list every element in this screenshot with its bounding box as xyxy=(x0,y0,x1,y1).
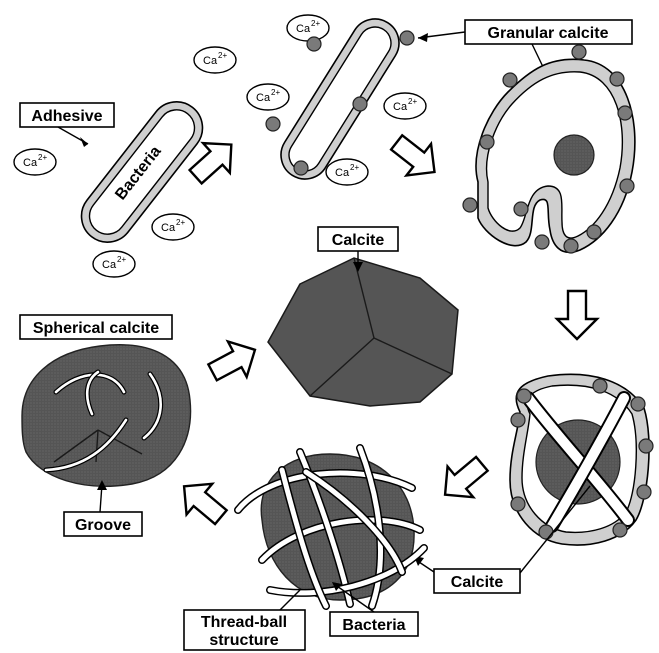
stage4-enclosing-bacterium xyxy=(510,374,653,545)
svg-text:Ca: Ca xyxy=(203,55,218,67)
calcite-crystal xyxy=(268,258,458,406)
svg-text:structure: structure xyxy=(209,632,278,649)
stage3-curled-bacterium xyxy=(463,45,635,253)
process-arrow xyxy=(384,127,446,188)
svg-text:Ca: Ca xyxy=(296,23,311,35)
svg-text:2+: 2+ xyxy=(38,153,47,162)
calcite-top-label: Calcite xyxy=(318,227,398,272)
process-arrow xyxy=(171,471,233,532)
spherical-calcite-label: Spherical calcite xyxy=(20,315,172,339)
svg-text:Ca: Ca xyxy=(23,157,38,169)
groove-label: Groove xyxy=(64,480,142,536)
thread-ball-label: Thread-ball structure xyxy=(184,590,305,650)
svg-text:Bacteria: Bacteria xyxy=(342,617,405,634)
svg-text:Ca: Ca xyxy=(102,259,117,271)
svg-text:Adhesive: Adhesive xyxy=(31,108,102,125)
svg-text:2+: 2+ xyxy=(218,51,227,60)
spherical-calcite xyxy=(22,345,191,486)
svg-text:Ca: Ca xyxy=(393,101,408,113)
svg-text:Ca: Ca xyxy=(161,222,176,234)
svg-text:Spherical calcite: Spherical calcite xyxy=(33,320,159,337)
svg-text:Ca: Ca xyxy=(335,167,350,179)
svg-text:Thread-ball: Thread-ball xyxy=(201,614,287,631)
svg-text:2+: 2+ xyxy=(176,218,185,227)
svg-text:Groove: Groove xyxy=(75,517,131,534)
svg-text:Calcite: Calcite xyxy=(451,574,504,591)
svg-text:2+: 2+ xyxy=(271,88,280,97)
svg-text:2+: 2+ xyxy=(117,255,126,264)
svg-text:Granular calcite: Granular calcite xyxy=(488,25,609,42)
process-arrow xyxy=(432,449,494,510)
thread-ball-structure xyxy=(238,448,424,606)
svg-text:2+: 2+ xyxy=(408,97,417,106)
process-arrow xyxy=(203,332,264,390)
svg-text:Calcite: Calcite xyxy=(332,232,385,249)
adhesive-label: Adhesive xyxy=(20,103,114,147)
process-arrow xyxy=(557,291,597,339)
svg-text:2+: 2+ xyxy=(311,19,320,28)
svg-text:2+: 2+ xyxy=(350,163,359,172)
svg-text:Ca: Ca xyxy=(256,92,271,104)
